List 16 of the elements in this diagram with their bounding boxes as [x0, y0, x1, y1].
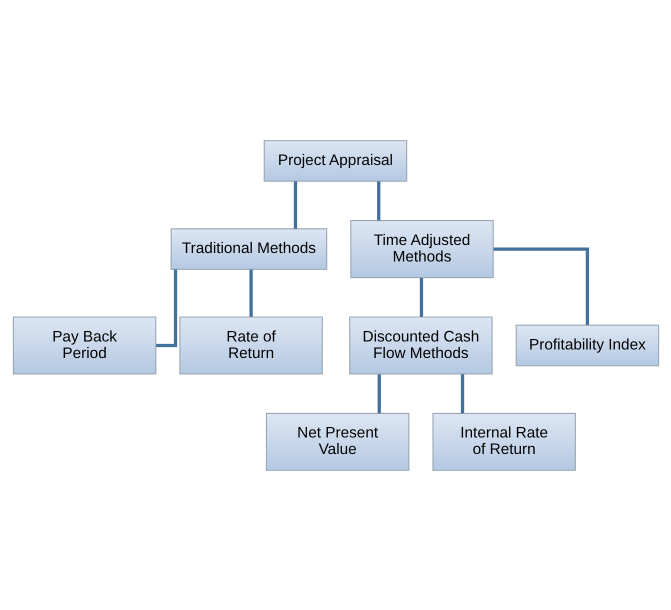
connector — [293, 180, 297, 228]
node-box: Rate of Return — [178, 316, 322, 374]
node-box: Net Present Value — [265, 412, 409, 470]
connector — [248, 269, 252, 316]
node-box: Discounted Cash Flow Methods — [348, 316, 492, 374]
node-box: Time Adjusted Methods — [350, 220, 494, 278]
node-box: Pay Back Period — [12, 316, 156, 374]
connector — [419, 278, 423, 316]
node-box: Traditional Methods — [170, 228, 327, 270]
node-box: Profitability Index — [515, 324, 659, 366]
node-box: Project Appraisal — [263, 140, 407, 182]
connector — [460, 374, 464, 413]
connector — [376, 180, 380, 220]
connector — [493, 246, 589, 325]
node-box: Internal Rate of Return — [432, 412, 576, 470]
connector — [377, 374, 380, 413]
